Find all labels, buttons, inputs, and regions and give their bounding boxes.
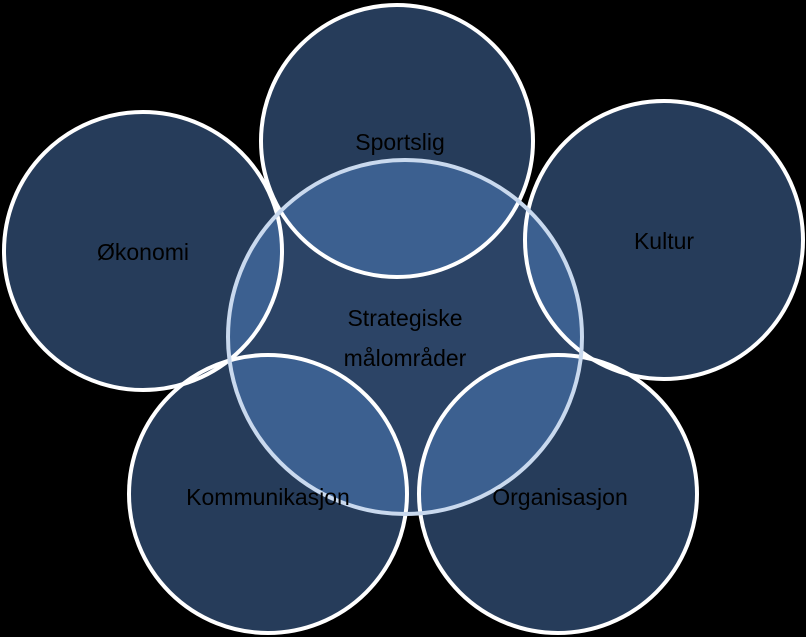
outline-okonomi [2, 110, 284, 392]
label-organisasjon: Organisasjon [492, 484, 628, 510]
center-outline [226, 158, 584, 516]
label-center-line2: målområder [344, 345, 467, 371]
label-sportslig: Sportslig [355, 129, 444, 155]
outline-organisasjon [417, 353, 699, 635]
outer-outlines [2, 3, 805, 635]
circle-okonomi [4, 112, 282, 390]
circle-kultur [525, 101, 803, 379]
outline-sportslig [259, 3, 535, 279]
label-kultur: Kultur [634, 228, 694, 254]
label-kommunikasjon: Kommunikasjon [186, 484, 350, 510]
outline-kultur [523, 99, 805, 381]
outline-kommunikasjon [127, 353, 409, 635]
label-center-line1: Strategiske [347, 305, 462, 331]
label-okonomi: Økonomi [97, 239, 189, 265]
overlap-sportslig [261, 160, 533, 277]
